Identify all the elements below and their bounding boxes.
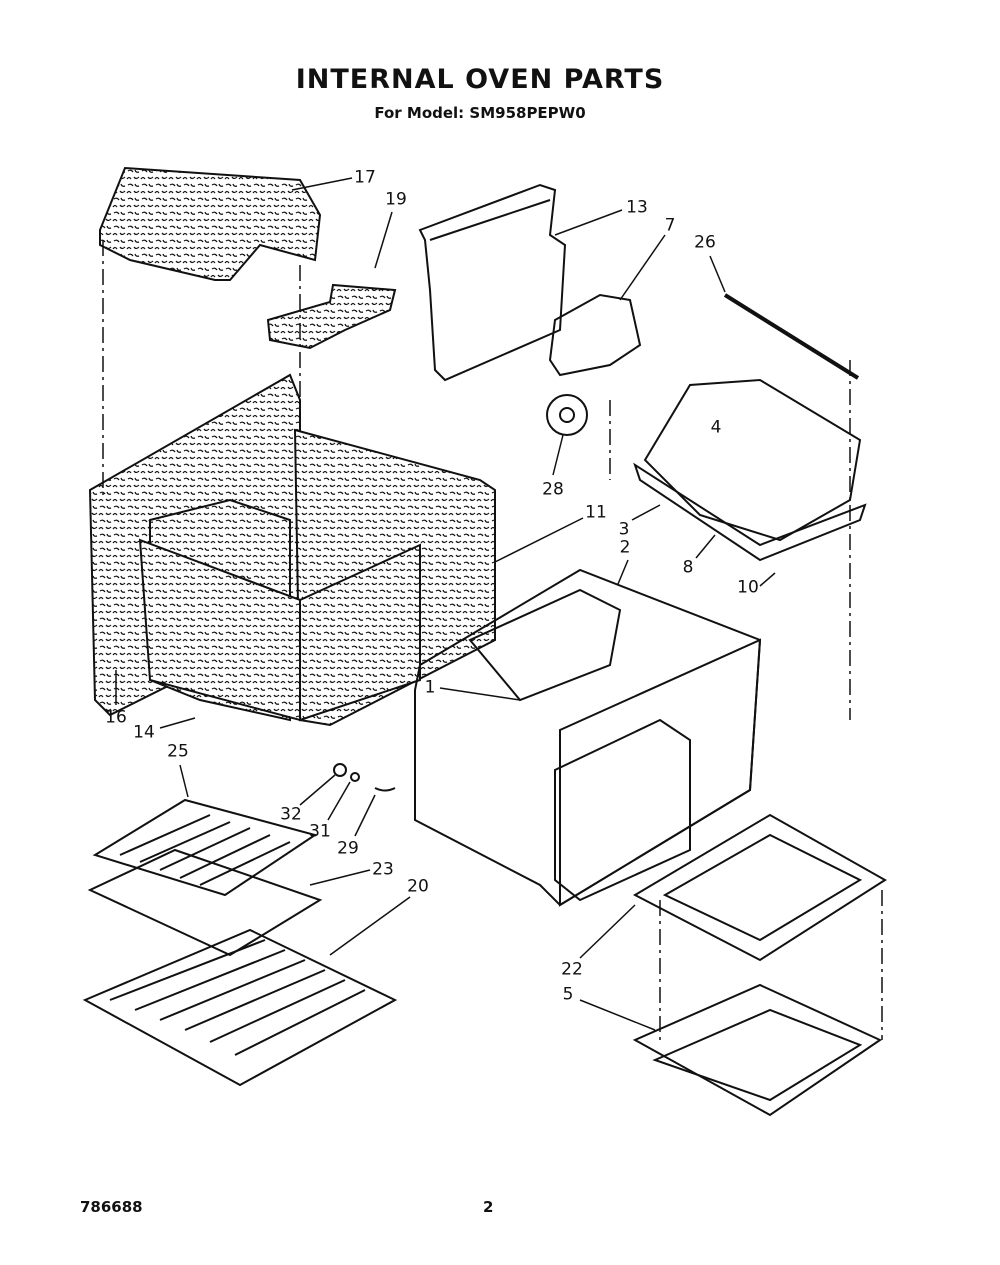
- part-17-top-insulation: [99, 166, 322, 281]
- callout-11: 11: [585, 502, 607, 523]
- callout-19: 19: [385, 189, 407, 210]
- part-28-fan: [546, 394, 588, 436]
- callout-4: 4: [710, 417, 722, 438]
- model-subtitle: For Model: SM958PEPW0: [374, 104, 586, 122]
- callout-13: 13: [626, 197, 648, 218]
- callout-22: 22: [561, 959, 583, 980]
- callout-29: 29: [337, 838, 359, 859]
- callout-31: 31: [309, 821, 331, 842]
- part-7-duct: [548, 293, 642, 377]
- part-19-insulation-pad: [266, 283, 397, 350]
- callout-8: 8: [682, 557, 694, 578]
- leader-lines: [115, 177, 776, 1031]
- callout-20: 20: [407, 876, 429, 897]
- part-5-bottom-tray: [632, 983, 883, 1117]
- callout-23: 23: [372, 859, 394, 880]
- callout-7: 7: [664, 215, 676, 236]
- part-25-broiler-grid: [92, 798, 318, 897]
- callout-28: 28: [542, 479, 564, 500]
- callout-10: 10: [737, 577, 759, 598]
- callout-5: 5: [562, 984, 574, 1005]
- page-number: 2: [483, 1198, 494, 1216]
- callout-17: 17: [354, 167, 376, 188]
- page-title: INTERNAL OVEN PARTS: [295, 64, 665, 95]
- callout-1: 1: [424, 677, 436, 698]
- part-4-broil-element-cover: [633, 378, 867, 562]
- part-23-broiler-pan: [87, 848, 323, 957]
- parts-29-31-32-hardware: [333, 763, 396, 792]
- part-13-rear-panel: [418, 183, 567, 382]
- document-number: 786688: [80, 1198, 143, 1216]
- assembly-lines: [102, 240, 883, 1040]
- callout-3: 3: [618, 519, 630, 540]
- callout-32: 32: [280, 804, 302, 825]
- callout-14: 14: [133, 722, 155, 743]
- part-20-oven-rack: [82, 928, 398, 1087]
- part-22-oven-bottom: [632, 813, 887, 962]
- callout-16: 16: [105, 707, 127, 728]
- callout-2: 2: [619, 537, 631, 558]
- part-26-strip: [723, 293, 860, 380]
- part-2-oven-cavity: [414, 568, 762, 907]
- callout-25: 25: [167, 741, 189, 762]
- callout-26: 26: [694, 232, 716, 253]
